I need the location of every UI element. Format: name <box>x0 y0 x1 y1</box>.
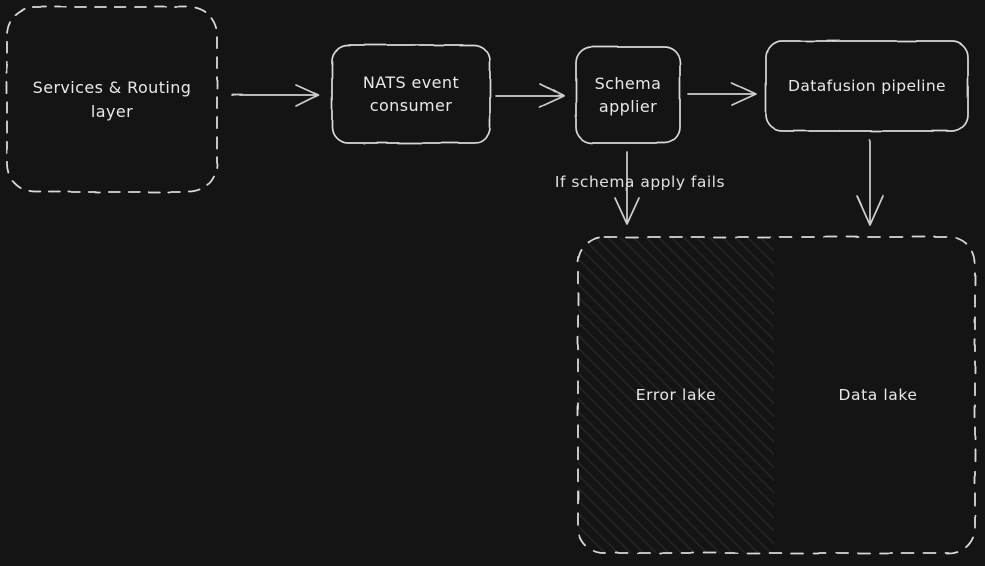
data-lake-label: Data lake <box>838 386 918 404</box>
data-lake-region[interactable] <box>774 237 975 553</box>
services-routing-layer-box[interactable] <box>6 6 218 193</box>
arrow-schema-to-datafusion[interactable] <box>687 82 757 106</box>
arrow-nats-to-schema[interactable] <box>495 83 565 108</box>
datafusion-pipeline-box[interactable] <box>765 40 969 132</box>
error-lake-region[interactable] <box>578 237 774 553</box>
if-schema-apply-fails-label: If schema apply fails <box>554 173 726 191</box>
nats-event-consumer-box[interactable] <box>331 44 491 144</box>
error-lake-label: Error lake <box>635 386 717 404</box>
arrow-datafusion-to-data-lake[interactable] <box>856 139 884 226</box>
schema-applier-box[interactable] <box>575 46 681 144</box>
arrow-schema-to-error-lake[interactable] <box>614 151 640 225</box>
error-lake-hatch-fill <box>578 237 774 553</box>
arrow-services-to-nats[interactable] <box>231 84 319 107</box>
lake-container-box[interactable] <box>577 236 976 554</box>
